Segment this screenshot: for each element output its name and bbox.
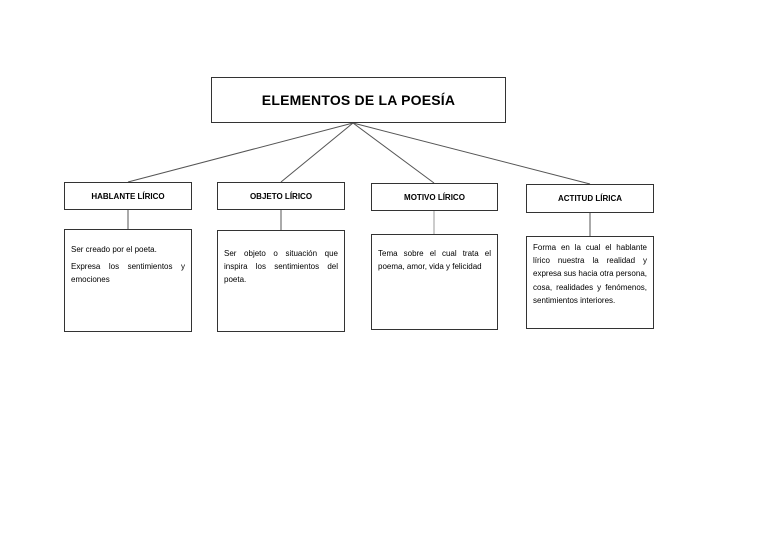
connector-title-hablante (127, 122, 354, 183)
connector-title-actitud (352, 122, 591, 185)
description-objeto-lirico: Ser objeto o situación que inspira los s… (217, 230, 345, 332)
title-box: ELEMENTOS DE LA POESÍA (211, 77, 506, 123)
description-line: Forma en la cual el hablante lírico nues… (533, 243, 647, 305)
description-line: Expresa los sentimientos y emociones (71, 262, 185, 284)
description-line: Ser creado por el poeta. (71, 245, 157, 254)
description-actitud-lirica: Forma en la cual el hablante lírico nues… (526, 236, 654, 329)
node-actitud-lirica: ACTITUD LÍRICA (526, 184, 654, 213)
node-objeto-lirico: OBJETO LÍRICO (217, 182, 345, 210)
node-label: ACTITUD LÍRICA (558, 194, 622, 203)
description-line: Ser objeto o situación que inspira los s… (224, 249, 338, 284)
connector-title-objeto (280, 122, 354, 183)
connector-title-motivo (352, 122, 435, 184)
node-motivo-lirico: MOTIVO LÍRICO (371, 183, 498, 211)
node-hablante-lirico: HABLANTE LÍRICO (64, 182, 192, 210)
description-hablante-lirico: Ser creado por el poeta. Expresa los sen… (64, 229, 192, 332)
node-label: OBJETO LÍRICO (249, 191, 313, 201)
diagram-title: ELEMENTOS DE LA POESÍA (261, 92, 456, 108)
description-motivo-lirico: Tema sobre el cual trata el poema, amor,… (371, 234, 498, 330)
node-label: HABLANTE LÍRICO (91, 191, 165, 201)
node-label: MOTIVO LÍRICO (404, 192, 465, 202)
description-line: Tema sobre el cual trata el poema, amor,… (378, 249, 491, 271)
